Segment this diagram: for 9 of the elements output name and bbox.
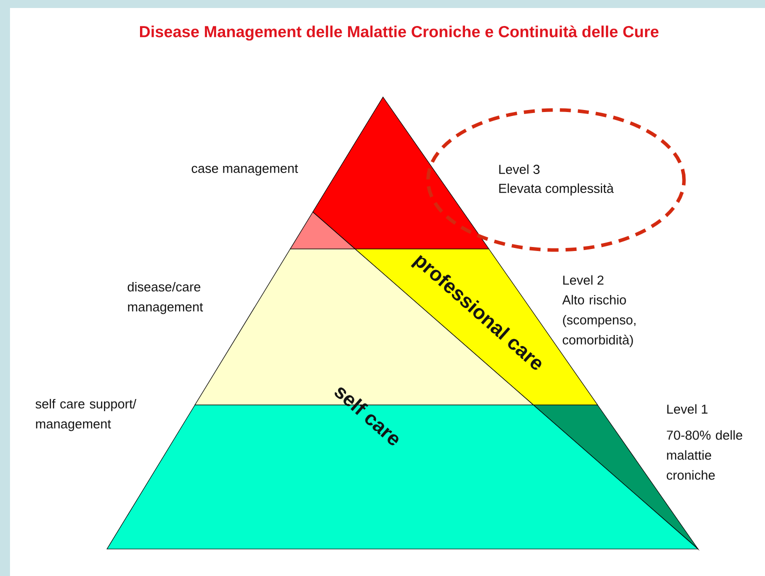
level-label: 70-80% delle malattie croniche <box>666 430 742 480</box>
title: Disease Management delle Malattie Croniche e Continuità delle Cure <box>140 25 658 41</box>
band-label: self care <box>334 388 398 446</box>
level-label: Level 1 <box>667 404 708 414</box>
level-label: Alto rischio (scompenso, comorbidità) <box>562 294 636 348</box>
level-label: Level 2 <box>563 275 604 285</box>
tier-label: case management <box>192 164 298 176</box>
tier-label: disease/care management <box>128 282 203 314</box>
tier-label: self care support/ management <box>36 398 136 432</box>
